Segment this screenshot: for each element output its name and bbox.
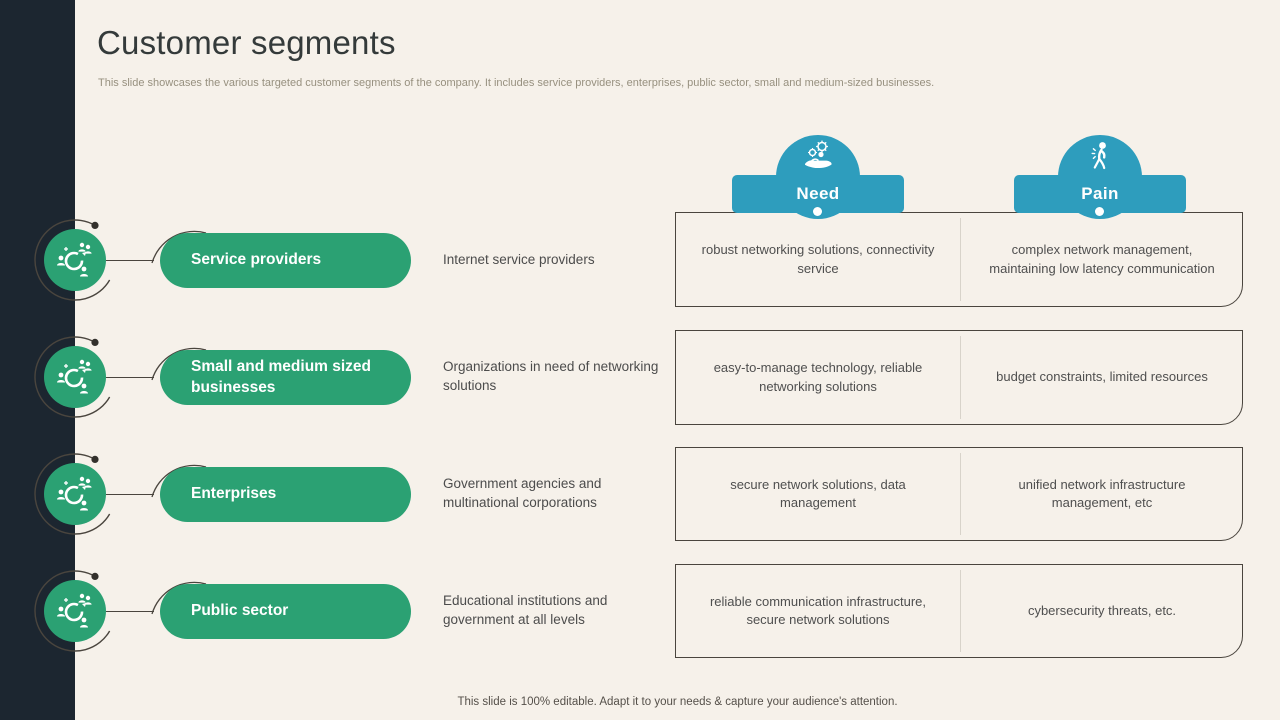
connector-line bbox=[106, 611, 154, 612]
customer-group-icon bbox=[57, 593, 92, 628]
segment-circle bbox=[44, 580, 106, 642]
segment-pill-service-providers: Service providers bbox=[160, 233, 411, 288]
need-pain-rowbox: robust networking solutions, connectivit… bbox=[675, 212, 1243, 307]
segment-ring-decoration bbox=[34, 336, 116, 418]
cell-divider bbox=[960, 218, 961, 301]
connector-line bbox=[106, 377, 154, 378]
tab-need: Need bbox=[732, 175, 904, 213]
pain-label: Pain bbox=[1081, 184, 1119, 203]
pain-anchor-dot bbox=[1095, 207, 1104, 216]
need-cell: easy-to-manage technology, reliable netw… bbox=[713, 360, 923, 394]
segment-description: Internet service providers bbox=[443, 251, 595, 267]
segment-description: Educational institutions and government … bbox=[443, 593, 608, 627]
segment-label: Public sector bbox=[191, 602, 289, 620]
segment-circle bbox=[44, 346, 106, 408]
connector-line bbox=[106, 260, 154, 261]
cell-divider bbox=[960, 453, 961, 535]
segment-ring-decoration bbox=[34, 453, 116, 535]
need-cell: secure network solutions, data managemen… bbox=[730, 476, 906, 510]
need-pain-rowbox: secure network solutions, data managemen… bbox=[675, 447, 1243, 541]
need-cell: reliable communication infrastructure, s… bbox=[709, 593, 927, 627]
tab-pain: Pain bbox=[1014, 175, 1186, 213]
need-cell: robust networking solutions, connectivit… bbox=[701, 242, 935, 276]
back-pain-icon bbox=[1091, 142, 1106, 170]
need-pain-rowbox: easy-to-manage technology, reliable netw… bbox=[675, 330, 1243, 425]
segment-ring-decoration bbox=[34, 219, 116, 301]
page-title: Customer segments bbox=[97, 24, 396, 61]
connector-line bbox=[106, 494, 154, 495]
pain-cell: budget constraints, limited resources bbox=[996, 369, 1208, 385]
cell-divider bbox=[960, 336, 961, 419]
cell-divider bbox=[960, 570, 961, 652]
customer-group-icon bbox=[57, 359, 92, 394]
segment-pill-public-sector: Public sector bbox=[160, 584, 411, 639]
segment-pill-enterprises: Enterprises bbox=[160, 467, 411, 522]
pain-cell: complex network management, maintaining … bbox=[989, 242, 1215, 276]
pain-cell: cybersecurity threats, etc. bbox=[1027, 602, 1177, 618]
need-anchor-dot bbox=[813, 207, 822, 216]
segment-description: Organizations in need of networking solu… bbox=[443, 359, 659, 393]
segment-label: Enterprises bbox=[191, 485, 277, 503]
customer-group-icon bbox=[57, 242, 92, 277]
pain-cell: unified network infrastructure managemen… bbox=[1018, 476, 1186, 510]
customer-group-icon bbox=[57, 476, 92, 511]
need-label: Need bbox=[796, 184, 840, 203]
segment-ring-decoration bbox=[34, 570, 116, 652]
footer-note: This slide is 100% editable. Adapt it to… bbox=[457, 696, 898, 708]
segment-description: Government agencies and multinational co… bbox=[443, 476, 602, 510]
hand-gears-icon bbox=[805, 140, 832, 169]
segment-circle bbox=[44, 463, 106, 525]
segment-label: Service providers bbox=[191, 251, 322, 269]
page-subtitle: This slide showcases the various targete… bbox=[98, 77, 935, 89]
segment-label: Small and medium sized businesses bbox=[191, 358, 372, 396]
segment-circle bbox=[44, 229, 106, 291]
segment-pill-smb: Small and medium sized businesses bbox=[160, 350, 411, 405]
need-pain-rowbox: reliable communication infrastructure, s… bbox=[675, 564, 1243, 658]
